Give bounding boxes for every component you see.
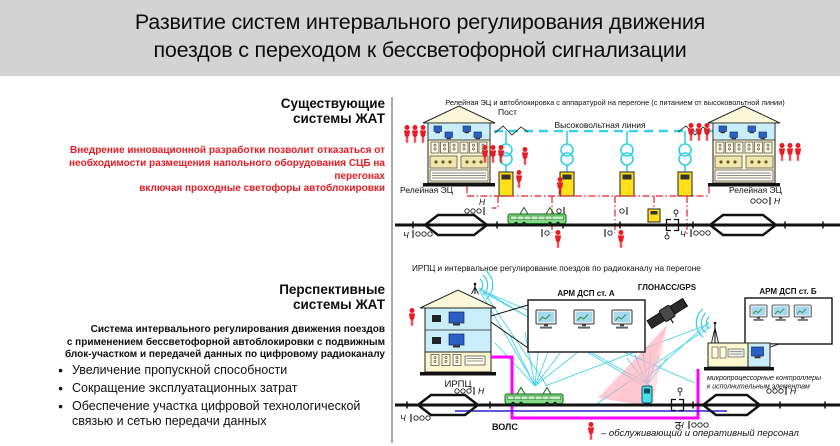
personnel-icon bbox=[587, 422, 595, 440]
passing-loop bbox=[423, 213, 489, 237]
satellite-beam bbox=[598, 325, 667, 405]
arm-dsp-a-label: АРМ ДСП ст. А bbox=[557, 289, 614, 298]
insulated-joint-icon bbox=[664, 209, 680, 240]
railway-track bbox=[395, 393, 840, 417]
list-item: Сокращение эксплуатационных затрат bbox=[58, 381, 370, 396]
perspective-description: Система интервального регулирования движ… bbox=[64, 324, 385, 360]
entrance-signal-n-left: Н bbox=[464, 197, 486, 215]
slide-header: Развитие систем интервального регулирова… bbox=[0, 0, 840, 76]
controllers-note-line1: микропроцессорные контроллеры bbox=[707, 375, 822, 382]
entrance-signal-ch-left: Ч bbox=[403, 230, 433, 240]
list-item: Обеспечение участка цифровой технологиче… bbox=[58, 399, 370, 429]
block-signal-icon bbox=[541, 207, 628, 237]
arm-dsp-a-panel: АРМ ДСП ст. А bbox=[490, 289, 646, 353]
entrance-signal-n-right: Н bbox=[750, 196, 781, 206]
legend: – обслуживающий и оперативный персонал bbox=[587, 422, 800, 440]
svg-text:Ч: Ч bbox=[680, 229, 686, 239]
legend-text: – обслуживающий и оперативный персонал bbox=[600, 428, 800, 439]
railway-track bbox=[395, 213, 840, 237]
svg-text:Ч: Ч bbox=[400, 413, 406, 423]
post-label: Пост bbox=[498, 107, 517, 117]
irpc-label: ИРПЦ bbox=[444, 379, 471, 390]
transformer-icon bbox=[560, 130, 574, 173]
entrance-signal-ch-left: Ч bbox=[400, 413, 431, 423]
relay-cabinet-icon bbox=[677, 171, 693, 197]
entrance-signal-n-left: Н bbox=[454, 386, 485, 396]
relay-ec-right-label: Релейная ЭЦ bbox=[729, 185, 783, 195]
radio-wave-icon bbox=[695, 308, 704, 338]
arm-dsp-b-label: АРМ ДСП ст. Б bbox=[759, 287, 816, 296]
perspective-systems-heading: Перспективные системы ЖАТ bbox=[279, 282, 385, 313]
page-title: Развитие систем интервального регулирова… bbox=[134, 10, 706, 62]
controllers-note-line2: к исполнительным элементам bbox=[707, 384, 810, 391]
high-voltage-line: Высоковольтная линия bbox=[494, 120, 713, 136]
column-divider bbox=[391, 97, 393, 443]
trackside-equipment-box bbox=[647, 208, 661, 223]
existing-systems-heading: Существующие системы ЖАТ bbox=[280, 96, 385, 127]
entrance-signal-ch-right: Ч bbox=[680, 229, 711, 239]
svg-text:Ч: Ч bbox=[678, 420, 684, 430]
relay-cabinet-icon bbox=[619, 171, 635, 197]
train-icon bbox=[504, 387, 564, 406]
irpc-building bbox=[419, 289, 497, 376]
satellite-icon bbox=[646, 297, 689, 330]
vols-label: ВОЛС bbox=[492, 422, 518, 432]
radio-balise-icon bbox=[641, 385, 653, 404]
wire-cross-icon bbox=[494, 125, 529, 136]
entrance-signal-n-right: Н bbox=[766, 386, 797, 396]
glonass-label: ГЛОНАСС/GPS bbox=[638, 283, 697, 292]
entrance-signal-ch-right: Ч bbox=[678, 420, 709, 430]
bottom-diagram-radio-irpc: ИРПЦ и интервальное регулирование поездо… bbox=[395, 264, 840, 440]
fiber-optic-line bbox=[491, 355, 700, 420]
satellite-beam bbox=[615, 325, 667, 405]
svg-text:Н: Н bbox=[790, 386, 797, 396]
svg-text:Н: Н bbox=[478, 386, 485, 396]
svg-text:Н: Н bbox=[479, 197, 486, 207]
radio-wave-icon bbox=[705, 316, 710, 330]
passing-loop bbox=[416, 393, 480, 417]
bottom-diagram-caption: ИРПЦ и интервальное регулирование поездо… bbox=[412, 264, 701, 273]
antenna-icon bbox=[471, 270, 494, 300]
insulated-joint-icon bbox=[670, 387, 685, 430]
top-diagram-relay-ec: Релейная ЭЦ и автоблокировка с аппаратур… bbox=[395, 98, 840, 248]
transformer-icon bbox=[678, 130, 692, 173]
line-transformers-and-cabinets bbox=[498, 130, 693, 197]
relay-ec-left-label: Релейная ЭЦ bbox=[400, 185, 454, 195]
list-item: Увеличение пропускной способности bbox=[58, 363, 370, 378]
arm-dsp-b-panel: АРМ ДСП ст. Б bbox=[744, 287, 833, 356]
benefits-list: Увеличение пропускной способности Сокращ… bbox=[58, 363, 370, 432]
svg-text:Н: Н bbox=[774, 196, 781, 206]
svg-text:Ч: Ч bbox=[403, 230, 409, 240]
personnel-icon bbox=[408, 308, 416, 326]
innovation-note: Внедрение инновационной разработки позво… bbox=[68, 145, 385, 195]
radio-wave-icon bbox=[700, 312, 707, 334]
relay-cabinet-icon bbox=[498, 171, 514, 197]
passing-loop bbox=[701, 393, 762, 417]
passing-loop bbox=[708, 213, 778, 237]
hv-line-label: Высоковольтная линия bbox=[554, 120, 646, 130]
transformer-icon bbox=[620, 130, 634, 173]
top-diagram-caption: Релейная ЭЦ и автоблокировка с аппаратур… bbox=[445, 98, 785, 107]
controller-building bbox=[695, 308, 774, 371]
relay-ec-post-right bbox=[708, 106, 780, 187]
